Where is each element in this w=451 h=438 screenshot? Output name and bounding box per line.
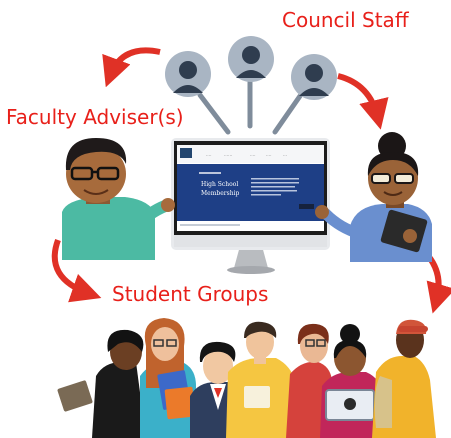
faculty-advisers-label: Faculty Adviser(s) (6, 105, 184, 129)
svg-text:• • • • • •: • • • • • • (224, 155, 232, 157)
council-avatar-center (228, 36, 274, 82)
student-1 (57, 329, 146, 438)
student-5 (286, 323, 334, 438)
student-2 (140, 318, 196, 438)
student-groups-label: Student Groups (112, 282, 268, 306)
svg-text:• • • •: • • • • (206, 155, 211, 157)
student-4 (226, 321, 300, 438)
arrow-to-faculty (102, 47, 161, 88)
screen-nav: • • • • • • • • • • • • • • • • • • • • … (206, 155, 287, 157)
council-avatar-right (291, 54, 337, 100)
connector-lines (197, 79, 303, 135)
student-7 (372, 319, 436, 438)
screen-title-line2: Membership (201, 190, 240, 197)
svg-text:• • • •: • • • • (266, 155, 271, 157)
screen-title-line1: High School (201, 181, 238, 188)
staff-member-figure (315, 132, 432, 262)
council-staff-label: Council Staff (282, 8, 410, 32)
council-avatar-left (165, 51, 211, 97)
student-6 (320, 324, 386, 438)
arrow-to-staff-right (337, 73, 389, 130)
arrow-to-students-left (51, 238, 102, 303)
student-group (57, 318, 436, 438)
faculty-adviser-figure (62, 138, 175, 260)
svg-text:• • • •: • • • • (250, 155, 255, 157)
monitor: • • • • • • • • • • • • • • • • • • • • … (171, 138, 330, 274)
svg-text:• • •: • • • (283, 155, 287, 157)
